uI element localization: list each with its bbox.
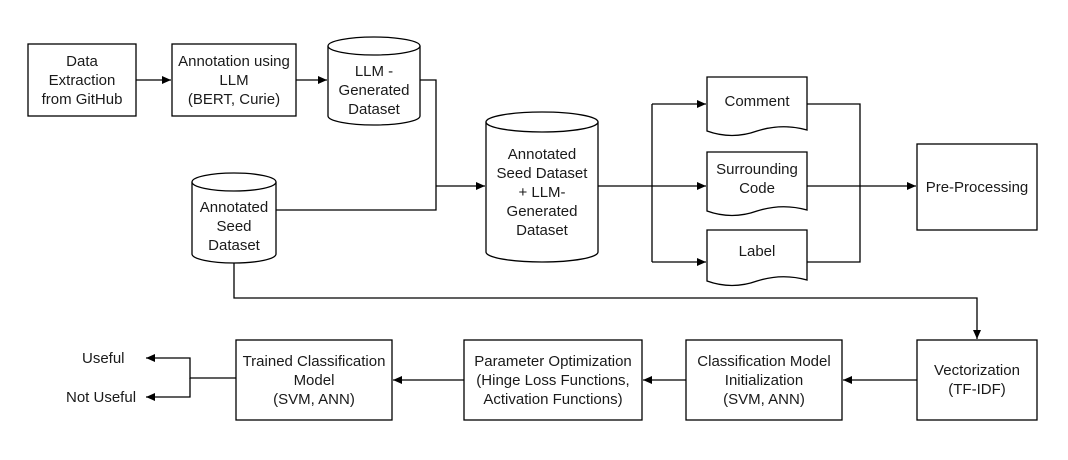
classification-init-box <box>685 339 843 421</box>
trained-model-box <box>235 339 393 421</box>
llm-generated-dataset-cylinder <box>327 36 421 126</box>
parameter-optimization-box <box>463 339 643 421</box>
connector-label-to-join <box>807 186 861 263</box>
combined-dataset-label: Annotated Seed Dataset + LLM- Generated … <box>496 145 588 239</box>
annotation-llm-box <box>171 43 297 117</box>
data-extraction-label: Data Extraction from GitHub <box>41 52 123 108</box>
llm-generated-dataset-label: LLM - Generated Dataset <box>338 62 410 118</box>
trained-model-label: Trained Classification Model (SVM, ANN) <box>242 352 386 408</box>
label-label: Label <box>738 242 776 260</box>
annotated-seed-dataset-label: Annotated Seed Dataset <box>199 198 269 254</box>
parameter-optimization-label: Parameter Optimization (Hinge Loss Funct… <box>474 352 632 408</box>
classification-init-label: Classification Model Initialization (SVM… <box>697 352 831 408</box>
surrounding-code-document <box>706 151 808 217</box>
pre-processing-box <box>916 143 1038 231</box>
connector-trained-to-not-useful <box>146 378 191 401</box>
label-document <box>706 229 808 287</box>
pre-processing-label: Pre-Processing <box>925 178 1029 196</box>
annotated-seed-dataset-cylinder <box>191 172 277 264</box>
connector-comment-to-join <box>807 103 861 186</box>
combined-dataset-cylinder <box>485 111 599 263</box>
useful-output-label: Useful <box>82 350 125 367</box>
connector-llm-dataset-to-merge <box>420 79 437 186</box>
comment-document <box>706 76 808 137</box>
arrow-seed-dataset-to-vectorization <box>233 263 981 339</box>
data-extraction-box <box>27 43 137 117</box>
surrounding-code-label: Surrounding Code <box>716 161 798 197</box>
not-useful-output-label: Not Useful <box>66 389 137 406</box>
comment-label: Comment <box>724 92 790 110</box>
connector-seed-dataset-to-merge <box>276 186 437 211</box>
vectorization-label: Vectorization (TF-IDF) <box>934 362 1020 398</box>
annotation-llm-label: Annotation using LLM (BERT, Curie) <box>178 52 290 108</box>
vectorization-box <box>916 339 1038 421</box>
connector-trained-to-outputs <box>146 354 236 379</box>
